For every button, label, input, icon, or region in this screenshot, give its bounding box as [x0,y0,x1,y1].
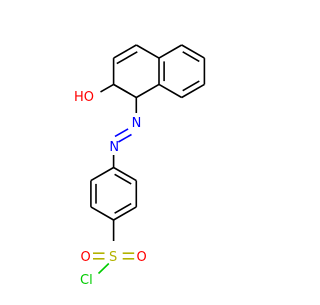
bond-nitrogen [114,128,129,138]
atom-label-chlorine: Cl [80,273,93,288]
bond [113,166,137,182]
bond [114,173,132,185]
bond [90,166,114,182]
bond-nitrogen [118,133,132,143]
atom-label-sulfur: S [109,250,117,265]
bond [113,83,132,95]
atom-labels: HO N N S O O Cl [74,90,147,288]
bond [90,206,114,221]
atom-label-hydroxyl: HO [74,90,94,105]
bond [116,51,138,65]
bond [114,202,132,214]
atom-label-oxygen-right: O [137,250,147,265]
structure-diagram: HO N N S O O Cl [74,44,206,288]
atom-label-oxygen-left: O [81,250,91,265]
bond [135,83,160,99]
bond-group [90,44,206,241]
bond [158,44,183,59]
bond [181,83,205,99]
bond [113,206,137,221]
bond [182,51,200,63]
sulfonyl-bonds [93,252,135,275]
azo-double-bond [114,128,132,143]
atom-label-azo-n1: N [132,116,142,131]
bond [181,44,205,59]
bond [158,83,183,99]
molecule-canvas: HO N N S O O Cl [74,44,206,288]
bond [113,44,137,59]
atom-label-azo-n2: N [109,140,119,155]
bond [135,44,160,59]
bond [100,83,114,93]
bond [182,80,200,92]
bond-sulfur-chlorine [97,262,110,275]
